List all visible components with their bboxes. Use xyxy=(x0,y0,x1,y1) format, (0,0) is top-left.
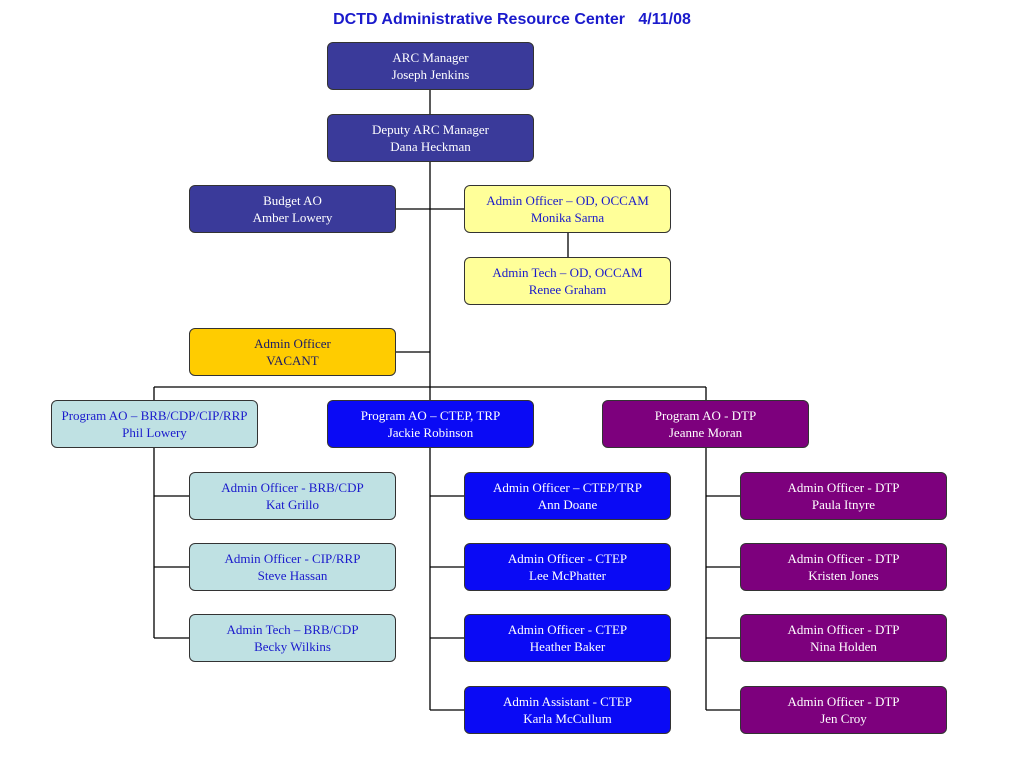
node-name: Dana Heckman xyxy=(390,139,471,154)
node-name: Renee Graham xyxy=(528,282,607,297)
node-ctep-team-member: Admin Officer – CTEP/TRP Ann Doane xyxy=(464,472,671,520)
node-program-ao-brb: Program AO – BRB/CDP/CIP/RRP Phil Lowery xyxy=(51,400,258,448)
node-name: Heather Baker xyxy=(529,639,606,654)
node-name: Kat Grillo xyxy=(265,497,320,512)
node-admin-officer-vacant: Admin Officer VACANT xyxy=(189,328,396,376)
node-role: Admin Officer – CTEP/TRP xyxy=(493,480,642,495)
node-role: Admin Assistant - CTEP xyxy=(503,694,632,709)
node-dtp-team-member: Admin Officer - DTP Nina Holden xyxy=(740,614,947,662)
node-role: Admin Officer - CTEP xyxy=(507,551,628,566)
node-name: Lee McPhatter xyxy=(529,568,606,583)
node-role: Admin Officer - CIP/RRP xyxy=(224,551,361,566)
node-name: Ann Doane xyxy=(537,497,598,512)
node-role: Admin Officer - DTP xyxy=(787,622,900,637)
node-role: Program AO - DTP xyxy=(654,408,757,423)
node-role: Admin Officer - DTP xyxy=(787,551,900,566)
node-admin-tech-od: Admin Tech – OD, OCCAM Renee Graham xyxy=(464,257,671,305)
node-name: Monika Sarna xyxy=(530,210,605,225)
node-program-ao-dtp: Program AO - DTP Jeanne Moran xyxy=(602,400,809,448)
node-brb-team-member: Admin Officer - BRB/CDP Kat Grillo xyxy=(189,472,396,520)
node-name: Joseph Jenkins xyxy=(391,67,470,82)
node-dtp-team-member: Admin Officer - DTP Jen Croy xyxy=(740,686,947,734)
node-role: ARC Manager xyxy=(392,50,469,65)
node-name: Jen Croy xyxy=(820,711,867,726)
node-role: Deputy ARC Manager xyxy=(372,122,489,137)
chart-title: DCTD Administrative Resource Center 4/11… xyxy=(333,11,691,28)
node-name: Phil Lowery xyxy=(122,425,187,440)
node-brb-team-member: Admin Officer - CIP/RRP Steve Hassan xyxy=(189,543,396,591)
node-role: Program AO – BRB/CDP/CIP/RRP xyxy=(61,408,248,423)
node-ctep-team-member: Admin Officer - CTEP Lee McPhatter xyxy=(464,543,671,591)
node-role: Admin Officer – OD, OCCAM xyxy=(486,193,649,208)
node-role: Budget AO xyxy=(263,193,322,208)
node-ctep-team-member: Admin Assistant - CTEP Karla McCullum xyxy=(464,686,671,734)
node-role: Admin Tech – BRB/CDP xyxy=(226,622,359,637)
node-role: Admin Officer - CTEP xyxy=(507,622,628,637)
node-name: Karla McCullum xyxy=(523,711,612,726)
node-role: Program AO – CTEP, TRP xyxy=(360,408,501,423)
node-name: Jackie Robinson xyxy=(387,425,474,440)
node-name: Kristen Jones xyxy=(808,568,879,583)
node-name: Nina Holden xyxy=(810,639,877,654)
node-name: VACANT xyxy=(266,353,319,368)
node-program-ao-ctep: Program AO – CTEP, TRP Jackie Robinson xyxy=(327,400,534,448)
node-admin-officer-od: Admin Officer – OD, OCCAM Monika Sarna xyxy=(464,185,671,233)
node-name: Amber Lowery xyxy=(252,210,333,225)
node-dtp-team-member: Admin Officer - DTP Paula Itnyre xyxy=(740,472,947,520)
node-role: Admin Tech – OD, OCCAM xyxy=(492,265,643,280)
node-name: Becky Wilkins xyxy=(254,639,331,654)
node-role: Admin Officer - DTP xyxy=(787,694,900,709)
node-name: Steve Hassan xyxy=(257,568,328,583)
node-deputy-arc-manager: Deputy ARC Manager Dana Heckman xyxy=(327,114,534,162)
node-ctep-team-member: Admin Officer - CTEP Heather Baker xyxy=(464,614,671,662)
node-budget-ao: Budget AO Amber Lowery xyxy=(189,185,396,233)
node-role: Admin Officer - BRB/CDP xyxy=(221,480,364,495)
node-brb-team-member: Admin Tech – BRB/CDP Becky Wilkins xyxy=(189,614,396,662)
node-name: Paula Itnyre xyxy=(811,497,876,512)
node-role: Admin Officer xyxy=(254,336,331,351)
node-dtp-team-member: Admin Officer - DTP Kristen Jones xyxy=(740,543,947,591)
node-name: Jeanne Moran xyxy=(668,425,743,440)
node-arc-manager: ARC Manager Joseph Jenkins xyxy=(327,42,534,90)
node-role: Admin Officer - DTP xyxy=(787,480,900,495)
